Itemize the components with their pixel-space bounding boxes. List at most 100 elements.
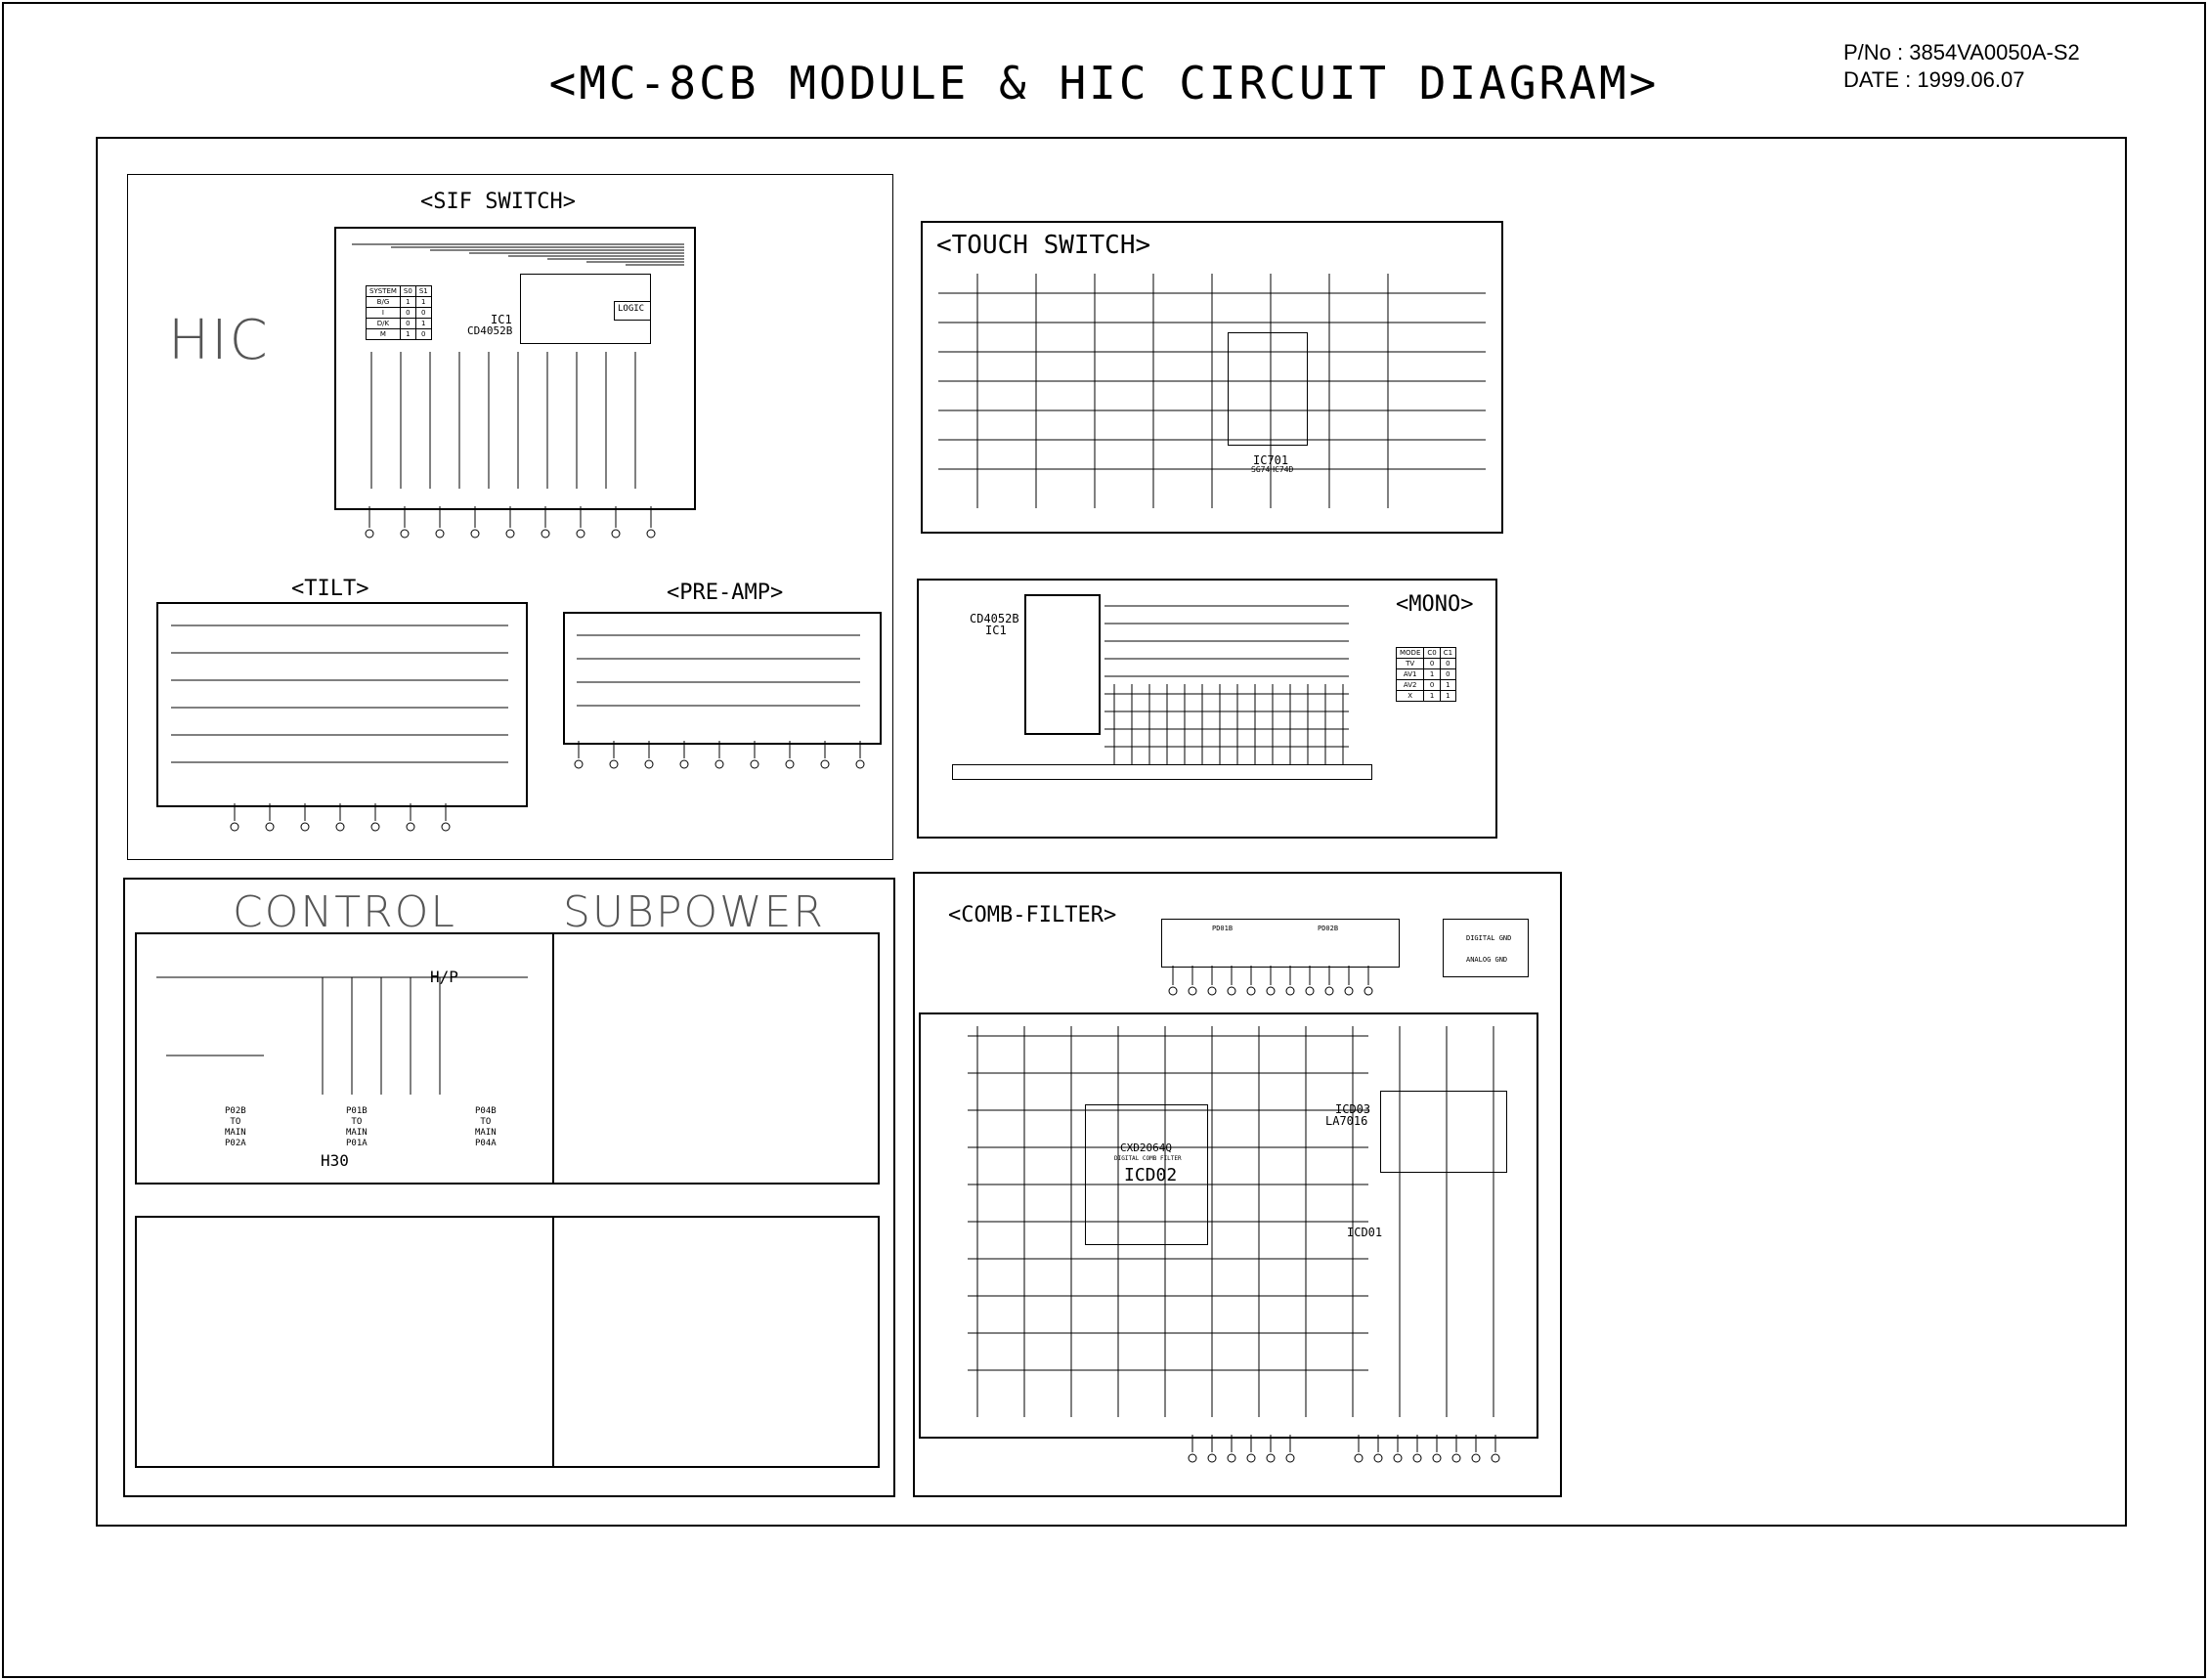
- terminal: [1451, 1453, 1461, 1463]
- comb-filter-title: <COMB-FILTER>: [948, 903, 1117, 927]
- terminal: [574, 759, 584, 769]
- terminal: [750, 759, 759, 769]
- sif-ic1-part: CD4052B: [467, 324, 513, 337]
- terminal: [1227, 1453, 1236, 1463]
- comb-icd02-body: [1085, 1104, 1208, 1245]
- terminal: [1471, 1453, 1481, 1463]
- terminal: [265, 822, 275, 832]
- terminal: [230, 822, 239, 832]
- terminal: [1207, 986, 1217, 996]
- touch-ic701-body: [1228, 332, 1308, 446]
- part-number: P/No : 3854VA0050A-S2: [1843, 40, 2080, 65]
- terminal: [1373, 1453, 1383, 1463]
- control-board-bottom: [135, 1216, 880, 1468]
- terminal: [1344, 986, 1354, 996]
- legend-analog-gnd: ANALOG GND: [1466, 956, 1508, 964]
- terminal: [1305, 986, 1315, 996]
- mono-title: <MONO>: [1396, 592, 1474, 617]
- terminal: [1227, 986, 1236, 996]
- comb-gnd-legend: [1443, 919, 1529, 977]
- terminal: [646, 529, 656, 538]
- terminal: [1285, 1453, 1295, 1463]
- terminal: [1168, 986, 1178, 996]
- terminal: [1246, 1453, 1256, 1463]
- terminal: [609, 759, 619, 769]
- touch-switch-panel: [921, 221, 1503, 534]
- revision-date: DATE : 1999.06.07: [1843, 67, 2025, 92]
- terminal: [1432, 1453, 1442, 1463]
- control-subpower-panel: [123, 878, 895, 1497]
- terminal: [1246, 986, 1256, 996]
- terminal: [1188, 986, 1197, 996]
- control-divider-top: [552, 932, 554, 1183]
- touch-switch-title: <TOUCH SWITCH>: [936, 231, 1151, 260]
- sif-ic1-ref: IC1: [491, 313, 512, 326]
- terminal: [1266, 986, 1276, 996]
- comb-conn-pd01b: PD01B: [1212, 925, 1234, 932]
- terminal: [1266, 1453, 1276, 1463]
- diagram-frame: [96, 137, 2127, 1527]
- terminal: [1412, 1453, 1422, 1463]
- terminal: [1393, 1453, 1403, 1463]
- terminal: [470, 529, 480, 538]
- terminal: [441, 822, 451, 832]
- sif-logic-block: [614, 301, 651, 321]
- sif-switch-title: <SIF SWITCH>: [420, 190, 576, 214]
- terminal: [365, 529, 374, 538]
- sif-switch-board: [334, 227, 696, 510]
- mono-ic1-body: [1024, 594, 1101, 735]
- pre-amp-board: [563, 612, 882, 745]
- terminal: [1491, 1453, 1500, 1463]
- terminal: [505, 529, 515, 538]
- terminal: [644, 759, 654, 769]
- comb-icd03-body: [1380, 1091, 1507, 1173]
- terminal: [370, 822, 380, 832]
- terminal: [714, 759, 724, 769]
- mono-ic1-ref: IC1: [985, 624, 1007, 637]
- mono-panel: [917, 579, 1497, 839]
- terminal: [406, 822, 415, 832]
- comb-icd03-part: LA7016: [1325, 1114, 1368, 1128]
- terminal: [611, 529, 621, 538]
- terminal: [576, 529, 585, 538]
- terminal: [679, 759, 689, 769]
- terminal: [1285, 986, 1295, 996]
- terminal: [1207, 1453, 1217, 1463]
- terminal: [1188, 1453, 1197, 1463]
- comb-filter-panel: [913, 872, 1562, 1497]
- comb-conn-pd02b: PD02B: [1318, 925, 1339, 932]
- tilt-title: <TILT>: [291, 577, 369, 601]
- terminal: [335, 822, 345, 832]
- comb-icd02-desc: DIGITAL COMB FILTER: [1114, 1155, 1182, 1162]
- hic-label: HIC: [168, 309, 270, 372]
- mono-connector-strip: [952, 764, 1372, 780]
- tilt-board: [156, 602, 528, 807]
- control-title: CONTROL: [233, 887, 456, 937]
- terminal: [300, 822, 310, 832]
- legend-digital-gnd: DIGITAL GND: [1466, 934, 1512, 942]
- pre-amp-title: <PRE-AMP>: [667, 581, 784, 605]
- subpower-title: SUBPOWER: [563, 887, 825, 937]
- comb-filter-board: [919, 1012, 1538, 1439]
- diagram-title: <MC-8CB MODULE & HIC CIRCUIT DIAGRAM>: [548, 57, 1660, 109]
- terminal: [1354, 1453, 1364, 1463]
- terminal: [1364, 986, 1373, 996]
- control-ref-h30: H30: [321, 1151, 349, 1170]
- terminal: [541, 529, 550, 538]
- terminal: [855, 759, 865, 769]
- comb-icd02-ref: ICD02: [1124, 1165, 1178, 1185]
- comb-connector-top: [1161, 919, 1400, 968]
- terminal: [1324, 986, 1334, 996]
- mono-ic1-part: CD4052B: [970, 612, 1019, 625]
- terminal: [785, 759, 795, 769]
- terminal: [435, 529, 445, 538]
- title-block: P/No : 3854VA0050A-S2 DATE : 1999.06.07: [1843, 39, 2080, 94]
- hic-panel: [127, 174, 893, 860]
